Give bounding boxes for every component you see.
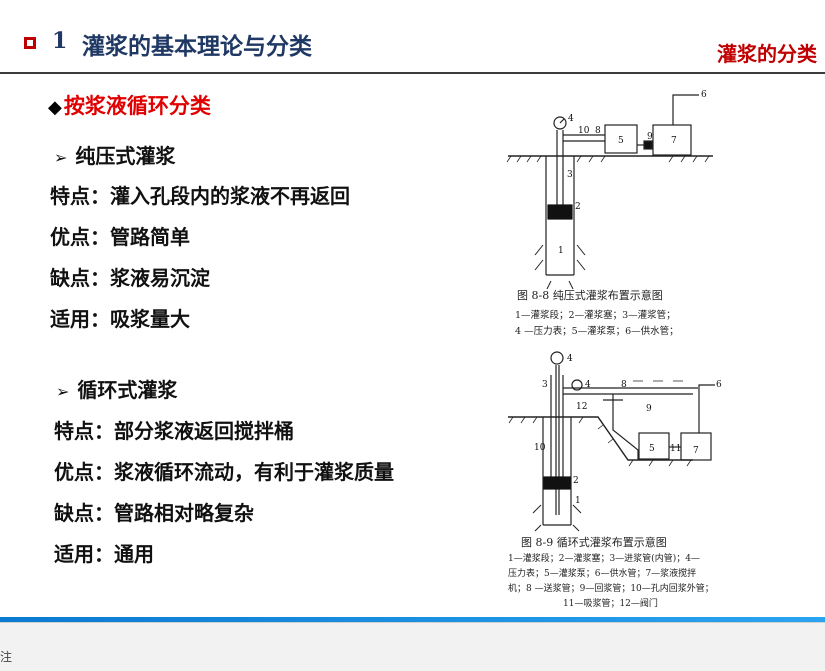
arrow-bullet-icon: ➢ [54,148,68,167]
fig1-label-4: 4 [568,114,574,124]
svg-text:6: 6 [716,380,722,390]
page-title: 灌浆的基本理论与分类 [82,34,312,60]
svg-text:5: 5 [618,136,624,146]
figure-2-legend-line: 压力表；5—灌浆泵；6—供水管；7—浆液搅拌 [508,569,697,579]
svg-text:7: 7 [671,136,677,146]
svg-text:3: 3 [542,380,548,390]
section-title: ◆按浆液循环分类 [48,94,211,118]
pure-application-line: 适用：吸浆量大 [50,307,190,331]
figure-2-caption: 图 8-9 循环式灌浆布置示意图 [521,536,667,549]
arrow-bullet-icon: ➢ [56,382,70,401]
svg-text:2: 2 [573,476,579,486]
notes-label: 注 [0,650,13,664]
svg-text:9: 9 [647,132,653,142]
svg-text:1: 1 [575,496,581,506]
fig1-label-10: 10 [578,126,590,136]
svg-text:12: 12 [576,402,587,412]
slide: 1 灌浆的基本理论与分类 灌浆的分类 ◆按浆液循环分类 ➢纯压式灌浆 特点：灌入… [0,28,825,617]
svg-text:10: 10 [534,443,546,453]
figure-1-caption: 图 8-8 纯压式灌浆布置示意图 [517,289,663,302]
svg-text:3: 3 [567,170,573,180]
diamond-bullet-icon: ◆ [48,97,62,118]
figure-2-legend-line: 11—吸浆管；12—阀门 [563,599,658,609]
figure-2-legend-line: 机；8 —送浆管；9—回浆管；10—孔内回浆外管； [508,584,714,594]
circ-advantage-line: 优点：浆液循环流动，有利于灌浆质量 [54,460,394,484]
svg-text:4: 4 [585,380,591,390]
svg-text:7: 7 [693,446,699,456]
topic-label: 灌浆的分类 [717,42,817,66]
svg-text:11: 11 [670,444,681,454]
grouting-diagrams: 4 10 8 5 9 7 6 3 2 1 4 3 4 8 12 9 6 10 5… [506,90,722,532]
svg-text:8: 8 [621,380,627,390]
pure-feature-line: 特点：灌入孔段内的浆液不再返回 [50,184,350,208]
title-number: 1 [52,28,68,54]
svg-text:6: 6 [701,90,707,100]
svg-text:1: 1 [558,246,564,256]
figure-1-legend-line: 1—灌浆段；2—灌浆塞；3—灌浆管； [515,310,676,321]
circulation-heading: ➢循环式灌浆 [56,378,178,402]
slide-bottom-bar [0,617,825,622]
svg-text:9: 9 [646,404,652,414]
notes-area[interactable] [0,622,825,671]
figure-2-legend-line: 1—灌浆段；2—灌浆塞；3—进浆管(内管)；4— [508,554,700,564]
circ-disadvantage-line: 缺点：管路相对略复杂 [54,501,254,525]
title-square-icon [24,37,36,49]
svg-text:4: 4 [567,354,573,364]
circ-feature-line: 特点：部分浆液返回搅拌桶 [54,419,294,443]
circ-application-line: 适用：通用 [54,542,154,566]
pure-disadvantage-line: 缺点：浆液易沉淀 [50,266,210,290]
svg-text:8: 8 [595,126,601,136]
svg-text:5: 5 [649,444,655,454]
pure-advantage-line: 优点：管路简单 [50,225,190,249]
figure-panel: 4 10 8 5 9 7 6 3 2 1 4 3 4 8 12 9 6 10 5… [503,85,743,617]
figure-1-legend-line: 4 —压力表；5—灌浆泵；6—供水管； [515,326,679,337]
title-divider [0,72,825,74]
svg-text:2: 2 [575,202,581,212]
pure-pressure-heading: ➢纯压式灌浆 [54,144,176,168]
